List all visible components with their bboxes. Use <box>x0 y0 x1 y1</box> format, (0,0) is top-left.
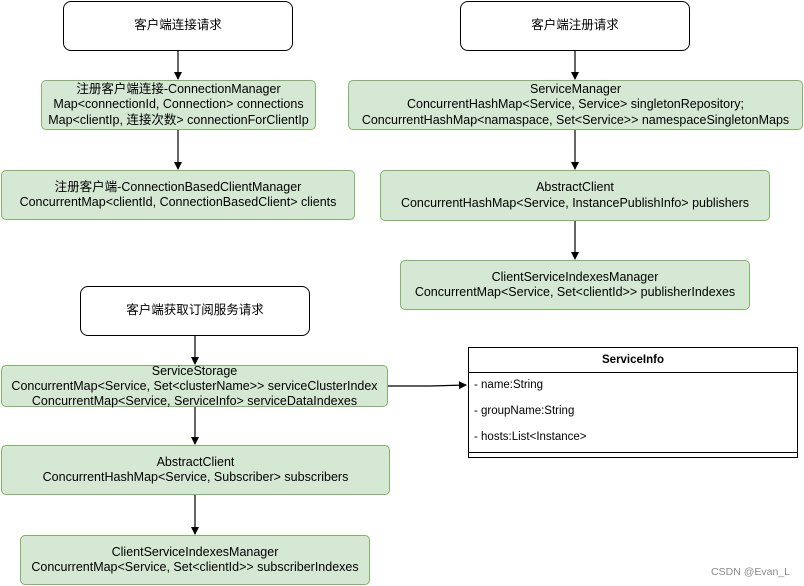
subscribe-abstract-client-node: AbstractClient ConcurrentHashMap<Service… <box>1 445 390 495</box>
service-manager-line: ConcurrentHashMap<Service, Service> sing… <box>407 97 744 112</box>
register-request-node: 客户端注册请求 <box>460 1 690 51</box>
subscribe-abstract-client-line: ConcurrentHashMap<Service, Subscriber> s… <box>42 470 349 484</box>
subscriber-indexes-manager-line: ConcurrentMap<Service, Set<clientId>> su… <box>31 560 359 574</box>
edge-service-storage-to-service-info <box>388 381 467 390</box>
service-info-field: - name:String <box>474 379 544 391</box>
register-abstract-client-line: ConcurrentHashMap<Service, InstancePubli… <box>400 195 750 210</box>
connection-manager-title: 注册客户端连接-ConnectionManager <box>76 81 281 96</box>
service-info-title: ServiceInfo <box>469 348 797 373</box>
publisher-indexes-manager-node: ClientServiceIndexesManager ConcurrentMa… <box>400 260 750 310</box>
subscribe-request-label: 客户端获取订阅服务请求 <box>126 303 264 318</box>
watermark: CSDN @Evan_L <box>711 566 790 578</box>
service-info-field: - hosts:List<Instance> <box>474 431 587 443</box>
subscribe-request-node: 客户端获取订阅服务请求 <box>80 286 310 336</box>
publisher-indexes-manager-title: ClientServiceIndexesManager <box>491 269 659 284</box>
service-manager-title: ServiceManager <box>529 81 621 96</box>
service-storage-node: ServiceStorage ConcurrentMap<Service, Se… <box>1 363 388 408</box>
register-abstract-client-title: AbstractClient <box>536 180 614 194</box>
service-manager-node: ServiceManager ConcurrentHashMap<Service… <box>348 80 803 130</box>
service-storage-line: ConcurrentMap<Service, ServiceInfo> serv… <box>31 393 358 408</box>
connection-manager-line: Map<clientIp, 连接次数> connectionForClientI… <box>48 112 309 127</box>
subscriber-indexes-manager-title: ClientServiceIndexesManager <box>111 544 279 559</box>
client-manager-title: 注册客户端-ConnectionBasedClientManager <box>54 179 302 194</box>
client-manager-node: 注册客户端-ConnectionBasedClientManager Concu… <box>1 170 355 220</box>
publisher-indexes-manager-line: ConcurrentMap<Service, Set<clientId>> pu… <box>414 285 736 299</box>
service-info-class: ServiceInfo - name:String - groupName:St… <box>468 347 798 458</box>
service-info-divider <box>469 452 797 453</box>
connection-manager-node: 注册客户端连接-ConnectionManager Map<connection… <box>41 80 316 130</box>
service-storage-line: ConcurrentMap<Service, Set<clusterName>>… <box>11 378 378 393</box>
subscribe-abstract-client-title: AbstractClient <box>156 454 235 469</box>
register-request-label: 客户端注册请求 <box>531 18 619 33</box>
connection-manager-line: Map<connectionId, Connection> connection… <box>53 97 304 112</box>
connect-request-label: 客户端连接请求 <box>134 18 222 33</box>
register-abstract-client-node: AbstractClient ConcurrentHashMap<Service… <box>380 170 770 221</box>
client-manager-line: ConcurrentMap<clientId, ConnectionBasedC… <box>19 195 337 209</box>
connect-request-node: 客户端连接请求 <box>63 1 293 51</box>
subscriber-indexes-manager-node: ClientServiceIndexesManager ConcurrentMa… <box>20 535 370 585</box>
service-storage-title: ServiceStorage <box>151 363 238 378</box>
service-manager-line: ConcurrentHashMap<namaspace, Set<Service… <box>361 112 790 127</box>
service-info-field: - groupName:String <box>474 405 575 417</box>
